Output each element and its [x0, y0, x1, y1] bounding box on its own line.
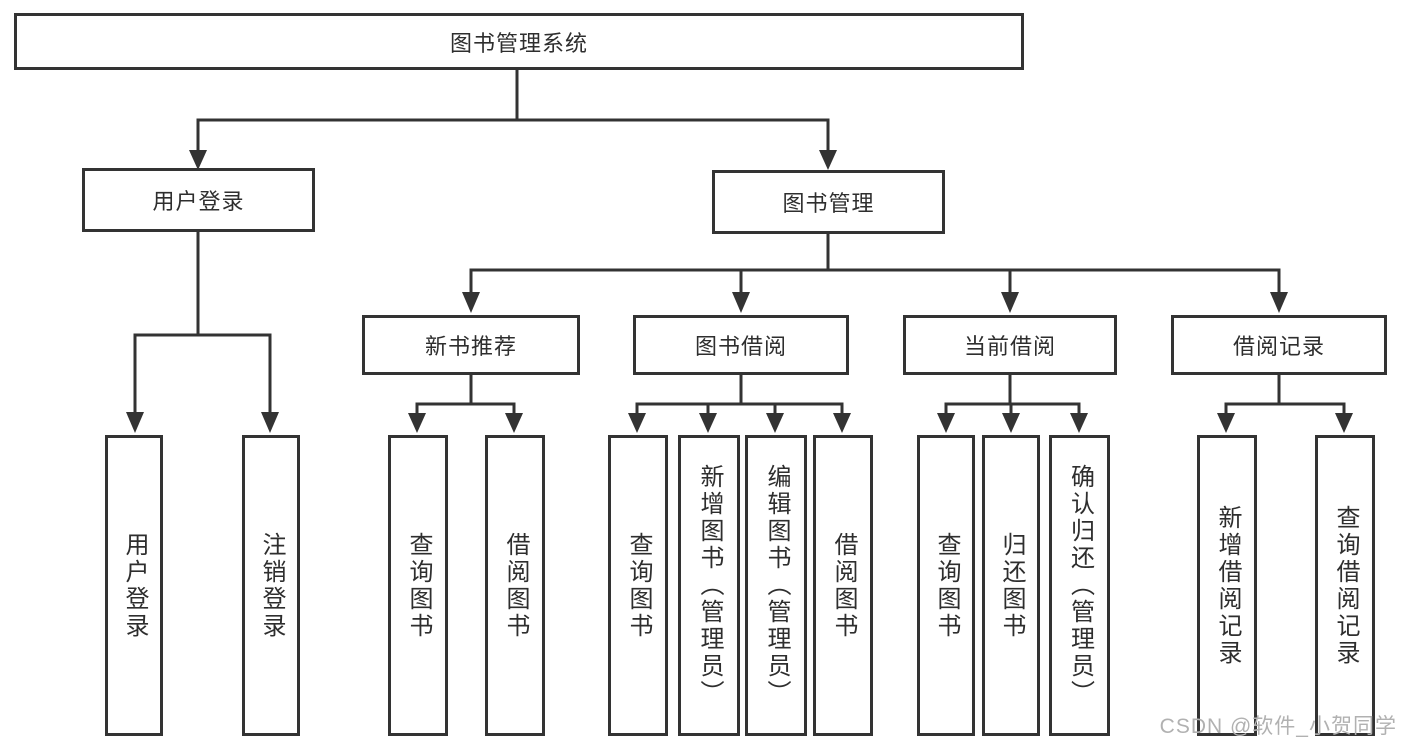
arrowhead-down-icon	[819, 150, 837, 170]
arrowhead-down-icon	[1001, 292, 1019, 313]
arrowheads	[126, 150, 1353, 433]
arrowhead-down-icon	[462, 292, 480, 313]
arrowhead-down-icon	[732, 292, 750, 313]
leaf-label: 注销登录	[258, 531, 285, 640]
node-user-login: 用户登录	[82, 168, 315, 232]
node-label: 借阅记录	[1232, 334, 1325, 359]
leaf-label: 借阅图书	[830, 531, 857, 640]
node-label: 图书借阅	[694, 334, 787, 359]
leaf-borrow-book: 借阅图书	[813, 435, 873, 736]
connector-lines	[133, 69, 1346, 414]
leaf-label: 新增图书（管理员）	[696, 464, 723, 707]
node-label: 图书管理系统	[449, 30, 588, 56]
node-label: 用户登录	[152, 189, 245, 214]
leaf-label: 编辑图书（管理员）	[763, 464, 790, 707]
arrowhead-down-icon	[1270, 292, 1288, 313]
leaf-current-query-book: 查询图书	[917, 435, 975, 736]
node-new-book-recommend: 新书推荐	[362, 315, 580, 375]
arrowhead-down-icon	[189, 150, 207, 170]
arrowhead-down-icon	[937, 413, 955, 433]
leaf-label: 查询图书	[405, 531, 432, 640]
node-label: 当前借阅	[963, 334, 1056, 359]
leaf-confirm-return-admin: 确认归还（管理员）	[1049, 435, 1110, 736]
node-book-borrow: 图书借阅	[633, 315, 849, 375]
arrowhead-down-icon	[1335, 413, 1353, 433]
arrowhead-down-icon	[408, 413, 426, 433]
leaf-label: 查询图书	[625, 531, 652, 640]
node-current-borrow: 当前借阅	[903, 315, 1117, 375]
leaf-recommend-borrow-book: 借阅图书	[485, 435, 545, 736]
leaf-label: 归还图书	[998, 531, 1025, 640]
arrowhead-down-icon	[628, 413, 646, 433]
leaf-borrow-query-book: 查询图书	[608, 435, 668, 736]
arrowhead-down-icon	[833, 413, 851, 433]
leaf-add-borrow-record: 新增借阅记录	[1197, 435, 1257, 736]
arrowhead-down-icon	[126, 412, 144, 433]
arrowhead-down-icon	[699, 413, 717, 433]
leaf-user-login: 用户登录	[105, 435, 163, 736]
arrowhead-down-icon	[766, 413, 784, 433]
arrowhead-down-icon	[261, 412, 279, 433]
leaf-label: 借阅图书	[502, 531, 529, 640]
leaf-label: 确认归还（管理员）	[1066, 464, 1094, 707]
node-book-management: 图书管理	[712, 170, 945, 234]
leaf-label: 查询图书	[933, 531, 960, 640]
leaf-query-borrow-record: 查询借阅记录	[1315, 435, 1375, 736]
arrowhead-down-icon	[1002, 413, 1020, 433]
arrowhead-down-icon	[1070, 413, 1088, 433]
leaf-add-book-admin: 新增图书（管理员）	[678, 435, 740, 736]
node-label: 图书管理	[782, 191, 875, 216]
leaf-recommend-query-book: 查询图书	[388, 435, 448, 736]
leaf-label: 新增借阅记录	[1214, 504, 1241, 667]
arrowhead-down-icon	[1217, 413, 1235, 433]
node-label: 新书推荐	[424, 334, 517, 359]
csdn-watermark: CSDN @软件_小贺同学	[1159, 715, 1397, 738]
leaf-logout: 注销登录	[242, 435, 300, 736]
leaf-label: 用户登录	[121, 531, 148, 640]
node-library-system: 图书管理系统	[14, 13, 1024, 70]
leaf-edit-book-admin: 编辑图书（管理员）	[745, 435, 807, 736]
node-borrow-records: 借阅记录	[1171, 315, 1387, 375]
arrowhead-down-icon	[505, 413, 523, 433]
leaf-label: 查询借阅记录	[1332, 504, 1359, 667]
leaf-return-book: 归还图书	[982, 435, 1040, 736]
